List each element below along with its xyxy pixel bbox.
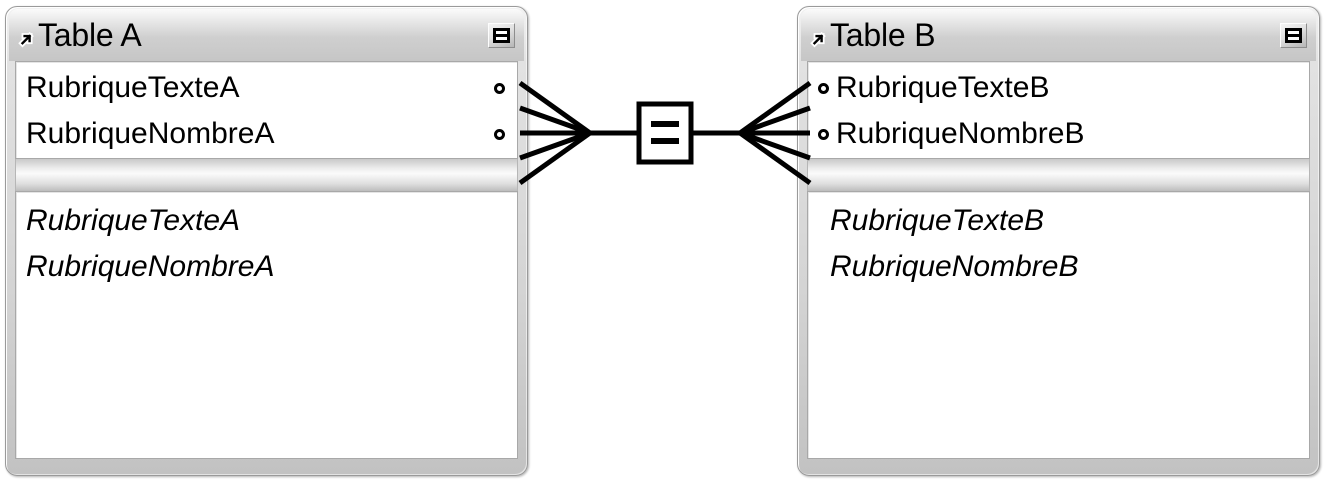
table-b-bottom-pad (798, 459, 1319, 471)
relationship-connector[interactable] (515, 78, 815, 188)
table-a-layout-item-1: RubriqueNombreA (26, 249, 275, 283)
left-crowfoot-0-upper (518, 80, 592, 136)
table-b-title: Table B (830, 19, 936, 51)
equals-box-icon[interactable] (636, 101, 694, 165)
left-crowfoot-0-mid (519, 105, 591, 136)
arrow-up-right-icon (17, 29, 37, 49)
table-a-header[interactable]: Table A (9, 9, 524, 61)
table-b-title-wrap: Table B (809, 19, 1280, 51)
table-a-title: Table A (38, 19, 142, 51)
table-a-title-wrap: Table A (17, 19, 488, 51)
field-label: RubriqueNombreA (26, 117, 275, 150)
field-label: RubriqueNombreB (836, 117, 1085, 150)
menu-lines-icon (1285, 27, 1302, 43)
table-b-field-row-0[interactable]: RubriqueTexteB (808, 65, 1309, 111)
table-b-layout-item-0: RubriqueTexteB (830, 204, 1045, 237)
left-crowfoot-1-lower (518, 130, 592, 186)
match-field-dot-icon (494, 82, 505, 94)
table-b-layout-item-1: RubriqueNombreB (830, 249, 1079, 283)
left-crowfoot-1-mid (519, 130, 591, 161)
arrow-up-right-icon (809, 29, 829, 49)
table-a-field-row-0[interactable]: RubriqueTexteA (16, 65, 517, 111)
table-a-menu-button[interactable] (488, 22, 515, 48)
table-b-section-divider (807, 159, 1310, 191)
table-a-layout-list[interactable]: RubriqueTexteA RubriqueNombreA (15, 191, 518, 459)
table-a-bottom-pad (6, 459, 527, 471)
table-a-fields-list[interactable]: RubriqueTexteA RubriqueNombreA (15, 61, 518, 159)
match-field-dot-icon (818, 82, 829, 94)
table-occurrence-table-b[interactable]: Table B RubriqueTexteB RubriqueNombreB R… (797, 6, 1320, 476)
table-b-field-row-1[interactable]: RubriqueNombreB (808, 111, 1309, 157)
table-b-header[interactable]: Table B (801, 9, 1316, 61)
table-b-layout-list[interactable]: RubriqueTexteB RubriqueNombreB (807, 191, 1310, 459)
field-label: RubriqueTexteA (26, 71, 240, 104)
table-a-layout-item-0: RubriqueTexteA (26, 204, 241, 237)
table-a-section-divider (15, 159, 518, 191)
table-b-menu-button[interactable] (1280, 22, 1307, 48)
table-occurrence-table-a[interactable]: Table A RubriqueTexteA RubriqueNombreA R… (5, 6, 528, 476)
match-field-dot-icon (494, 128, 505, 140)
table-a-field-row-1[interactable]: RubriqueNombreA (16, 111, 517, 157)
menu-lines-icon (493, 27, 510, 43)
field-label: RubriqueTexteB (836, 71, 1050, 104)
match-field-dot-icon (818, 128, 829, 140)
table-b-fields-list[interactable]: RubriqueTexteB RubriqueNombreB (807, 61, 1310, 159)
